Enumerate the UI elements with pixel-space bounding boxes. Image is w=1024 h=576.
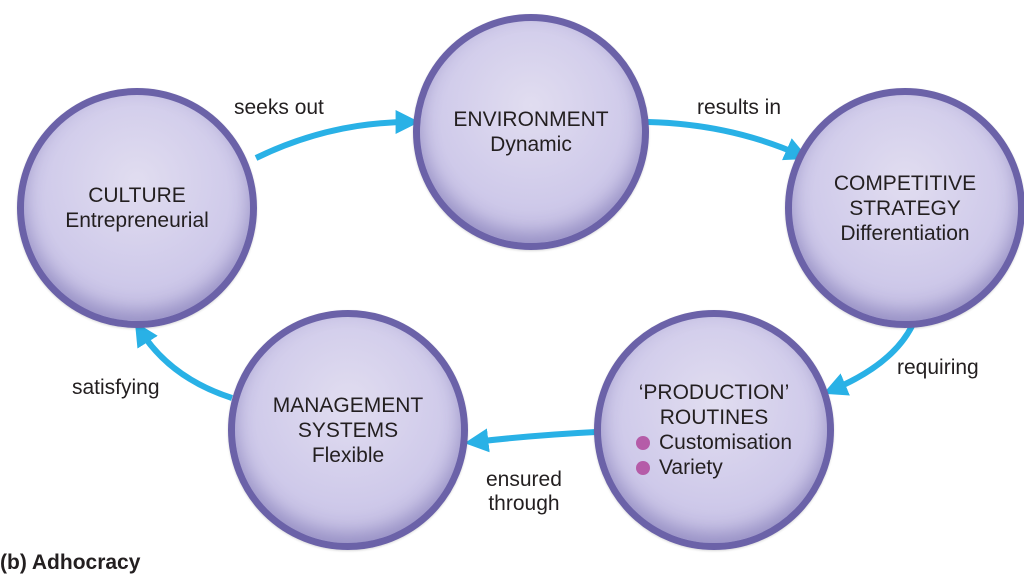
figure-caption: (b) Adhocracy: [0, 551, 141, 574]
edge-label-results-in: results in: [697, 96, 782, 119]
bullet-dot-icon: [635, 435, 650, 450]
bullet-text: Variety: [658, 456, 723, 479]
edge-label-requiring: requiring: [897, 356, 979, 379]
node-production-routines: ‘PRODUCTION’ ROUTINES Customisation Vari…: [594, 310, 834, 550]
arrow-culture-to-environment: [254, 110, 420, 161]
node-management-title-line2: SYSTEMS: [297, 418, 399, 442]
node-environment: ENVIRONMENT Dynamic: [413, 14, 649, 250]
node-management-sub: Flexible: [311, 443, 385, 467]
node-competitive-strategy: COMPETITIVE STRATEGY Differentiation: [785, 88, 1024, 328]
arrow-production-to-management: [464, 428, 597, 453]
node-management-title-line1: MANAGEMENT: [272, 393, 424, 417]
bullet-text: Customisation: [658, 431, 793, 454]
edge-label-seeks-out: seeks out: [234, 96, 324, 119]
node-environment-title: ENVIRONMENT: [453, 108, 609, 131]
list-item: Variety: [635, 455, 792, 480]
arrow-management-to-culture: [134, 321, 233, 401]
arrow-environment-to-strategy: [647, 119, 809, 161]
node-culture-sub: Entrepreneurial: [65, 209, 209, 232]
node-culture: CULTURE Entrepreneurial: [17, 88, 257, 328]
node-management-systems: MANAGEMENT SYSTEMS Flexible: [228, 310, 468, 550]
arrow-strategy-to-production: [823, 324, 915, 396]
list-item: Customisation: [635, 430, 793, 455]
edge-label-ensured-through: ensured through: [486, 468, 562, 516]
edge-label-ensured-line2: through: [488, 492, 560, 515]
node-production-title-line1: ‘PRODUCTION’: [638, 381, 790, 404]
node-strategy-title-line2: STRATEGY: [849, 196, 961, 220]
edge-label-ensured-line1: ensured: [486, 468, 562, 491]
node-strategy-title-line1: COMPETITIVE: [833, 171, 977, 195]
node-strategy-sub: Differentiation: [840, 221, 970, 245]
edge-label-satisfying: satisfying: [72, 376, 160, 399]
node-environment-sub: Dynamic: [490, 133, 572, 156]
node-culture-title: CULTURE: [88, 184, 186, 207]
node-production-title-line2: ROUTINES: [659, 406, 769, 429]
bullet-dot-icon: [635, 460, 650, 475]
node-production-bullets: Customisation Variety: [635, 430, 793, 480]
